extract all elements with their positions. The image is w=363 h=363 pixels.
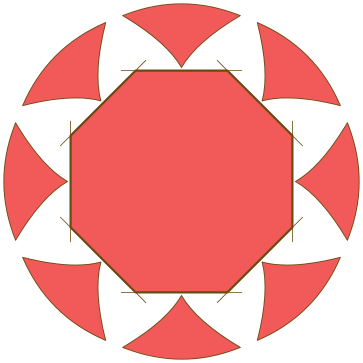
- petal: [23, 257, 106, 340]
- petal: [123, 296, 241, 360]
- center-octagon: [71, 71, 293, 293]
- petal: [4, 123, 68, 241]
- petal: [123, 4, 241, 68]
- center-polygon: [71, 71, 293, 293]
- petal: [257, 257, 340, 340]
- petal: [296, 123, 360, 241]
- petal: [23, 23, 106, 106]
- petal: [257, 23, 340, 106]
